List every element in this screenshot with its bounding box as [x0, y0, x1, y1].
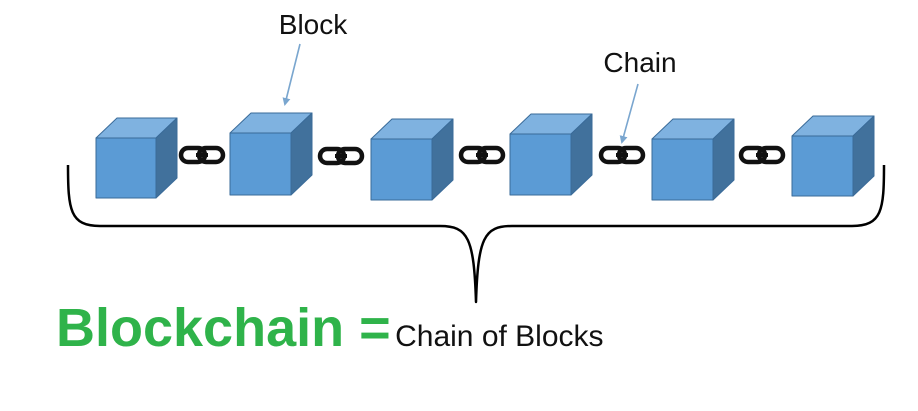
title-main: Blockchain = [56, 298, 391, 358]
chain-link-icon [598, 145, 646, 165]
block-cube [791, 115, 875, 197]
block-cube [509, 113, 593, 196]
block-front-face [95, 137, 157, 199]
block-cube [95, 117, 178, 199]
block-front-face [791, 135, 854, 197]
block-label: Block [279, 9, 348, 40]
block-front-face [509, 133, 572, 196]
block-cube [651, 118, 735, 201]
chain-link-icon [178, 145, 226, 165]
block-cube [229, 112, 313, 196]
block-cube [370, 118, 454, 201]
chain-links-row [178, 145, 786, 166]
chain-link-icon [738, 145, 786, 165]
curly-brace [66, 164, 886, 304]
chain-link-icon [317, 146, 365, 166]
chain-link-icon [458, 145, 506, 165]
block-pointer-arrow [282, 43, 301, 106]
chain-pointer-arrow [619, 83, 639, 144]
title: Blockchain = Chain of Blocks [56, 298, 604, 358]
block-front-face [229, 132, 292, 196]
blocks-row [95, 112, 875, 201]
title-sub: Chain of Blocks [395, 320, 603, 353]
chain-label: Chain [603, 47, 676, 78]
block-front-face [651, 138, 714, 201]
block-front-face [370, 138, 433, 201]
